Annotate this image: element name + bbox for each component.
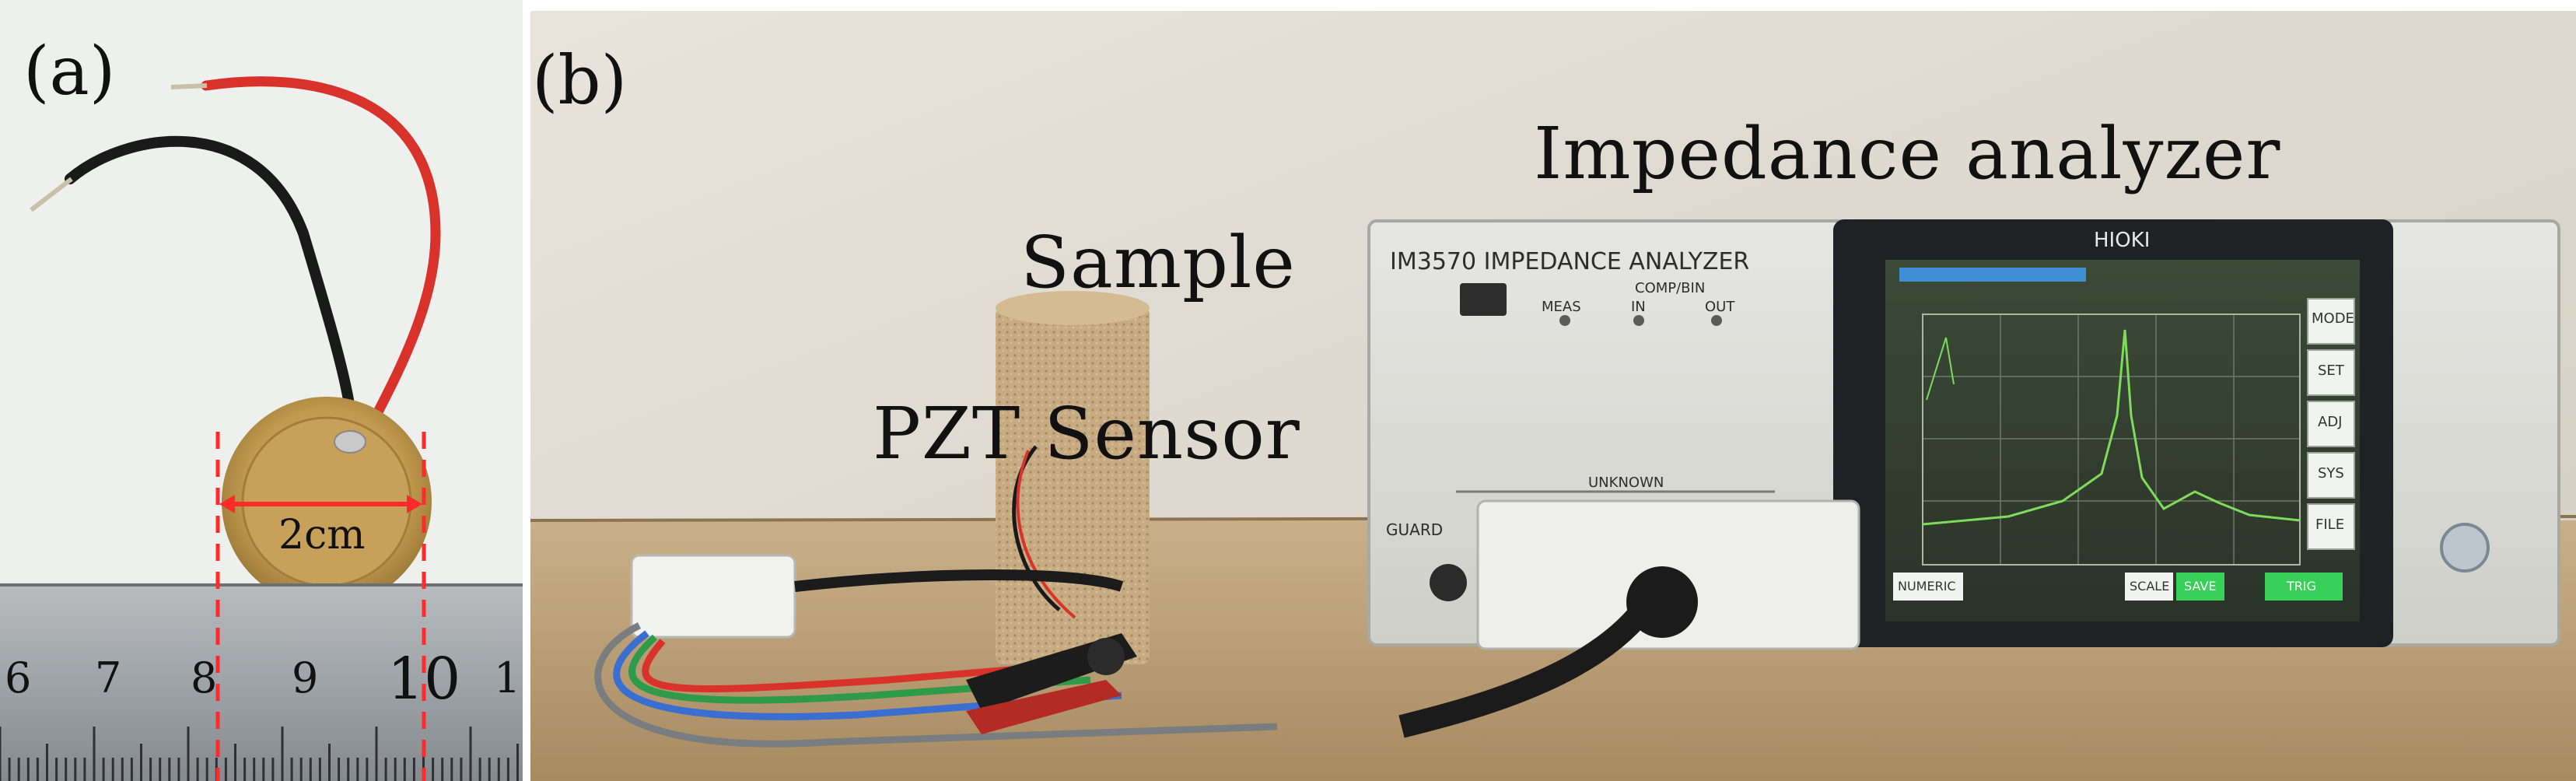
guard-label: GUARD [1386,520,1444,539]
comp-bin-label: COMP/BIN [1635,280,1706,296]
dimension-label: 2cm [278,512,366,559]
screen-key-trig: TRIG [2287,579,2317,594]
screen-key-adj: ADJ [2318,414,2343,430]
screen-key-scale: SCALE [2130,579,2170,594]
unknown-label: UNKNOWN [1588,475,1664,491]
screen-key-mode: MODE [2312,310,2354,327]
sensor-label: PZT Sensor [873,392,1300,475]
lab-setup-photo [530,11,2576,781]
meas-label: MEAS [1542,299,1581,315]
panel-a-tag: (a) [23,33,116,110]
panel-a-photo: (a) 2cm 6 7 8 9 10 1 [0,0,523,781]
analyzer-label: Impedance analyzer [1534,112,2281,195]
device-brand: HIOKI [2094,229,2151,252]
out-label: OUT [1705,299,1735,315]
screen-key-save: SAVE [2184,579,2217,594]
sample-label: Sample [1020,221,1296,304]
device-model-text: IM3570 IMPEDANCE ANALYZER [1390,248,1750,275]
screen-key-numeric: NUMERIC [1898,579,1956,594]
ruler-number: 1 [494,653,521,702]
piezo-disc-photo [0,0,523,781]
ruler-number: 6 [5,653,32,702]
screen-key-set: SET [2318,362,2344,379]
ruler-number: 8 [191,653,218,702]
screen-key-sys: SYS [2318,465,2344,482]
ruler-number: 10 [387,646,461,713]
screen-key-file: FILE [2315,517,2345,533]
panel-b-photo: (b) Impedance analyzer Sample PZT Sensor… [530,11,2576,781]
panel-b-tag: (b) [532,42,628,120]
ruler-number: 9 [292,653,319,702]
ruler-number: 7 [95,653,122,702]
in-label: IN [1631,299,1646,315]
